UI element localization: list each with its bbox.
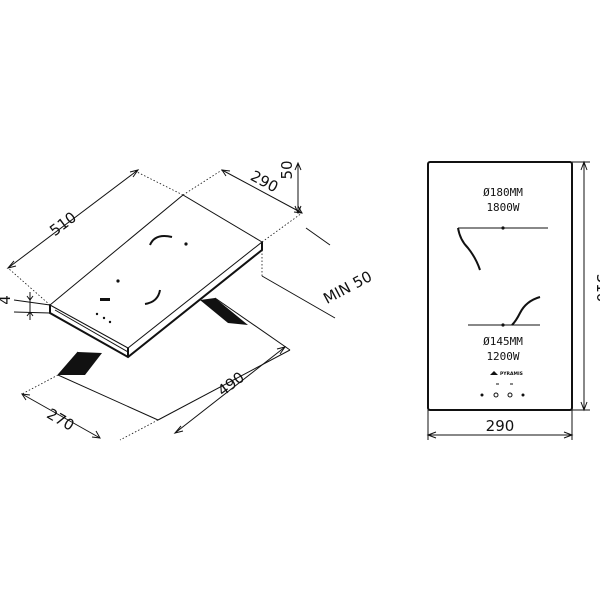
plan-view: Ø180MM 1800W Ø145MM 1200W PYRAMIS bbox=[426, 160, 600, 440]
control-panel bbox=[480, 383, 525, 398]
zone-bottom-power: 1200W bbox=[486, 350, 519, 363]
iso-zone-marker-bottom bbox=[144, 289, 161, 305]
zone-bottom-diameter: Ø145MM bbox=[483, 335, 523, 348]
dim-height-label: 50 bbox=[278, 160, 296, 179]
dim-width: 290 bbox=[182, 167, 303, 243]
plus-control-dot bbox=[521, 393, 525, 397]
brand-name: PYRAMIS bbox=[500, 371, 523, 377]
zone-select-icon bbox=[493, 392, 499, 398]
plan-dim-height-label: 510 bbox=[593, 274, 600, 303]
brand-logo: PYRAMIS bbox=[490, 371, 523, 377]
plan-dim-width-label: 290 bbox=[486, 417, 515, 435]
power-control-dot bbox=[480, 393, 484, 397]
iso-zone-marker-top bbox=[149, 235, 173, 246]
hob-body bbox=[49, 194, 263, 359]
iso-logo bbox=[100, 298, 110, 301]
dim-thickness: 4 bbox=[0, 292, 51, 320]
zone-bottom-marker bbox=[511, 296, 541, 326]
zone-top-diameter: Ø180MM bbox=[483, 186, 523, 199]
plan-dim-height: 510 bbox=[572, 160, 600, 412]
dim-cutout-length-label: 490 bbox=[214, 368, 248, 400]
hob-outline bbox=[427, 161, 573, 411]
zone-top-marker bbox=[457, 227, 481, 271]
plan-dim-width: 290 bbox=[426, 410, 574, 440]
dim-height: 50 bbox=[278, 160, 302, 215]
worktop-cutout bbox=[57, 297, 291, 421]
zone-select-icon bbox=[507, 392, 513, 398]
dim-cutout-width: 270 bbox=[20, 374, 159, 441]
isometric-view: 510 290 50 4 bbox=[0, 160, 375, 441]
iso-control-dot bbox=[102, 316, 106, 320]
dim-cutout-length: 490 bbox=[173, 346, 287, 434]
dim-min-clearance-label: MIN 50 bbox=[320, 267, 375, 308]
zone-top-power: 1800W bbox=[486, 201, 519, 214]
dim-min-clearance: MIN 50 bbox=[261, 227, 375, 319]
iso-control-dot bbox=[95, 312, 99, 316]
dim-width-label: 290 bbox=[247, 167, 281, 196]
pyramis-logo-icon bbox=[490, 371, 498, 375]
iso-control-dot bbox=[108, 320, 112, 324]
dim-thickness-label: 4 bbox=[0, 295, 14, 305]
